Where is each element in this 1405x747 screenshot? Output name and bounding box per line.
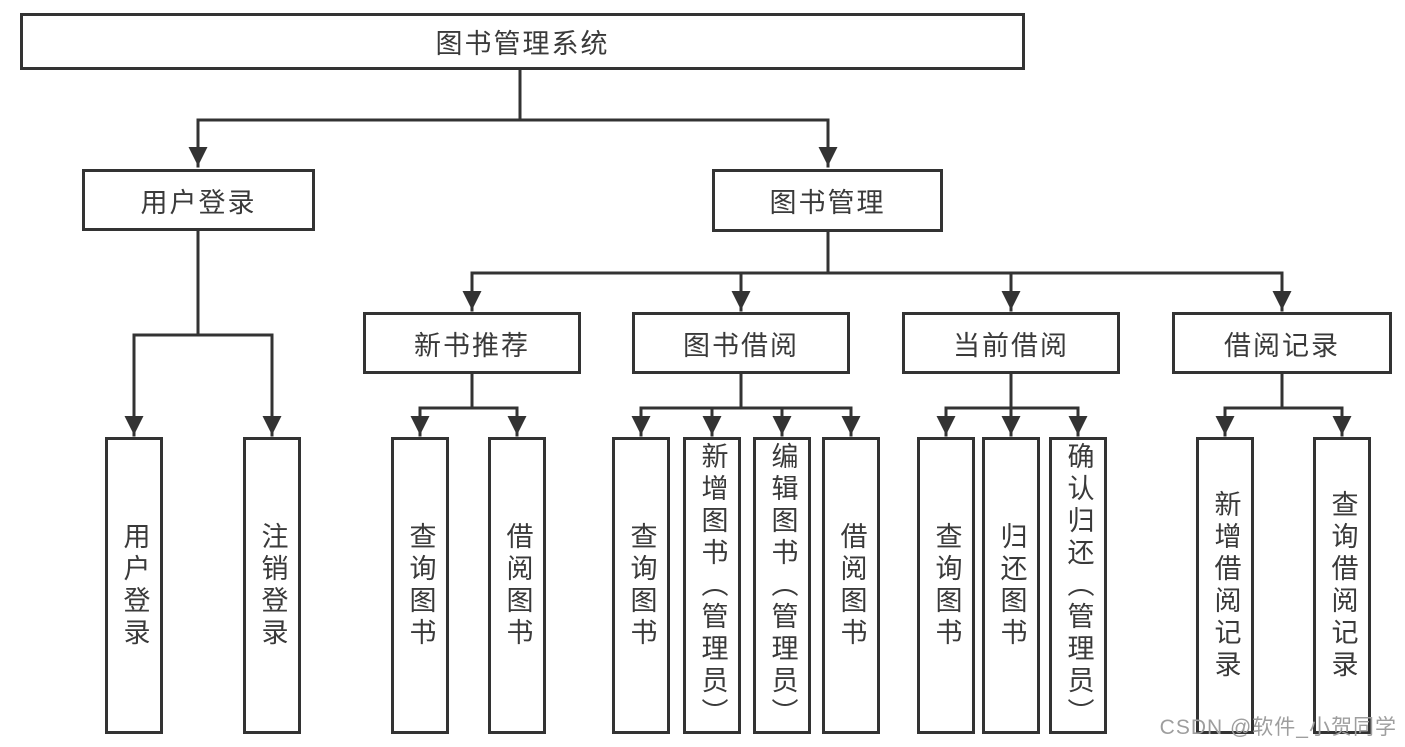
leaf-label: 新增借阅记录 (1210, 489, 1241, 682)
leaf-label: 用户登录 (119, 521, 150, 650)
node-label: 新书推荐 (414, 330, 530, 361)
node-label: 图书管理系统 (435, 29, 610, 59)
leaf-confirm-return-admin: 确认归还（管理员） (1049, 437, 1107, 734)
leaf-return-books: 归还图书 (982, 437, 1040, 734)
leaf-borrow-books: 借阅图书 (488, 437, 546, 734)
node-label: 图书借阅 (683, 330, 799, 361)
leaf-query-books: 查询图书 (391, 437, 449, 734)
leaf-edit-books-admin: 编辑图书（管理员） (753, 437, 811, 734)
leaf-label: 查询图书 (626, 521, 657, 650)
node-book-borrow: 图书借阅 (632, 312, 850, 374)
leaf-user-login: 用户登录 (105, 437, 163, 734)
leaf-logout: 注销登录 (243, 437, 301, 734)
leaf-query-borrow-record: 查询借阅记录 (1313, 437, 1371, 734)
node-current-borrow: 当前借阅 (902, 312, 1120, 374)
leaf-label: 确认归还（管理员） (1063, 441, 1094, 730)
csdn-watermark: CSDN @软件_小贺同学 (1159, 716, 1397, 739)
leaf-label: 注销登录 (257, 521, 288, 650)
leaf-query-books: 查询图书 (612, 437, 670, 734)
node-label: 图书管理 (769, 188, 886, 218)
leaf-borrow-books: 借阅图书 (822, 437, 880, 734)
leaf-label: 查询图书 (405, 521, 436, 650)
leaf-add-books-admin: 新增图书（管理员） (683, 437, 741, 734)
node-label: 用户登录 (140, 187, 257, 218)
leaf-label: 新增图书（管理员） (697, 441, 728, 730)
leaf-label: 编辑图书（管理员） (767, 441, 798, 730)
node-label: 当前借阅 (953, 330, 1069, 361)
node-book-management: 图书管理 (712, 169, 943, 232)
node-root-library-system: 图书管理系统 (20, 13, 1025, 70)
leaf-label: 查询借阅记录 (1327, 489, 1358, 682)
node-new-book-recommend: 新书推荐 (363, 312, 581, 374)
leaf-add-borrow-record: 新增借阅记录 (1196, 437, 1254, 734)
leaf-label: 查询图书 (931, 521, 962, 650)
leaf-label: 借阅图书 (836, 521, 867, 650)
node-borrow-records: 借阅记录 (1172, 312, 1392, 374)
leaf-label: 借阅图书 (502, 521, 533, 650)
leaf-label: 归还图书 (996, 521, 1027, 650)
leaf-query-books: 查询图书 (917, 437, 975, 734)
node-user-login: 用户登录 (82, 169, 315, 231)
node-label: 借阅记录 (1224, 330, 1340, 361)
